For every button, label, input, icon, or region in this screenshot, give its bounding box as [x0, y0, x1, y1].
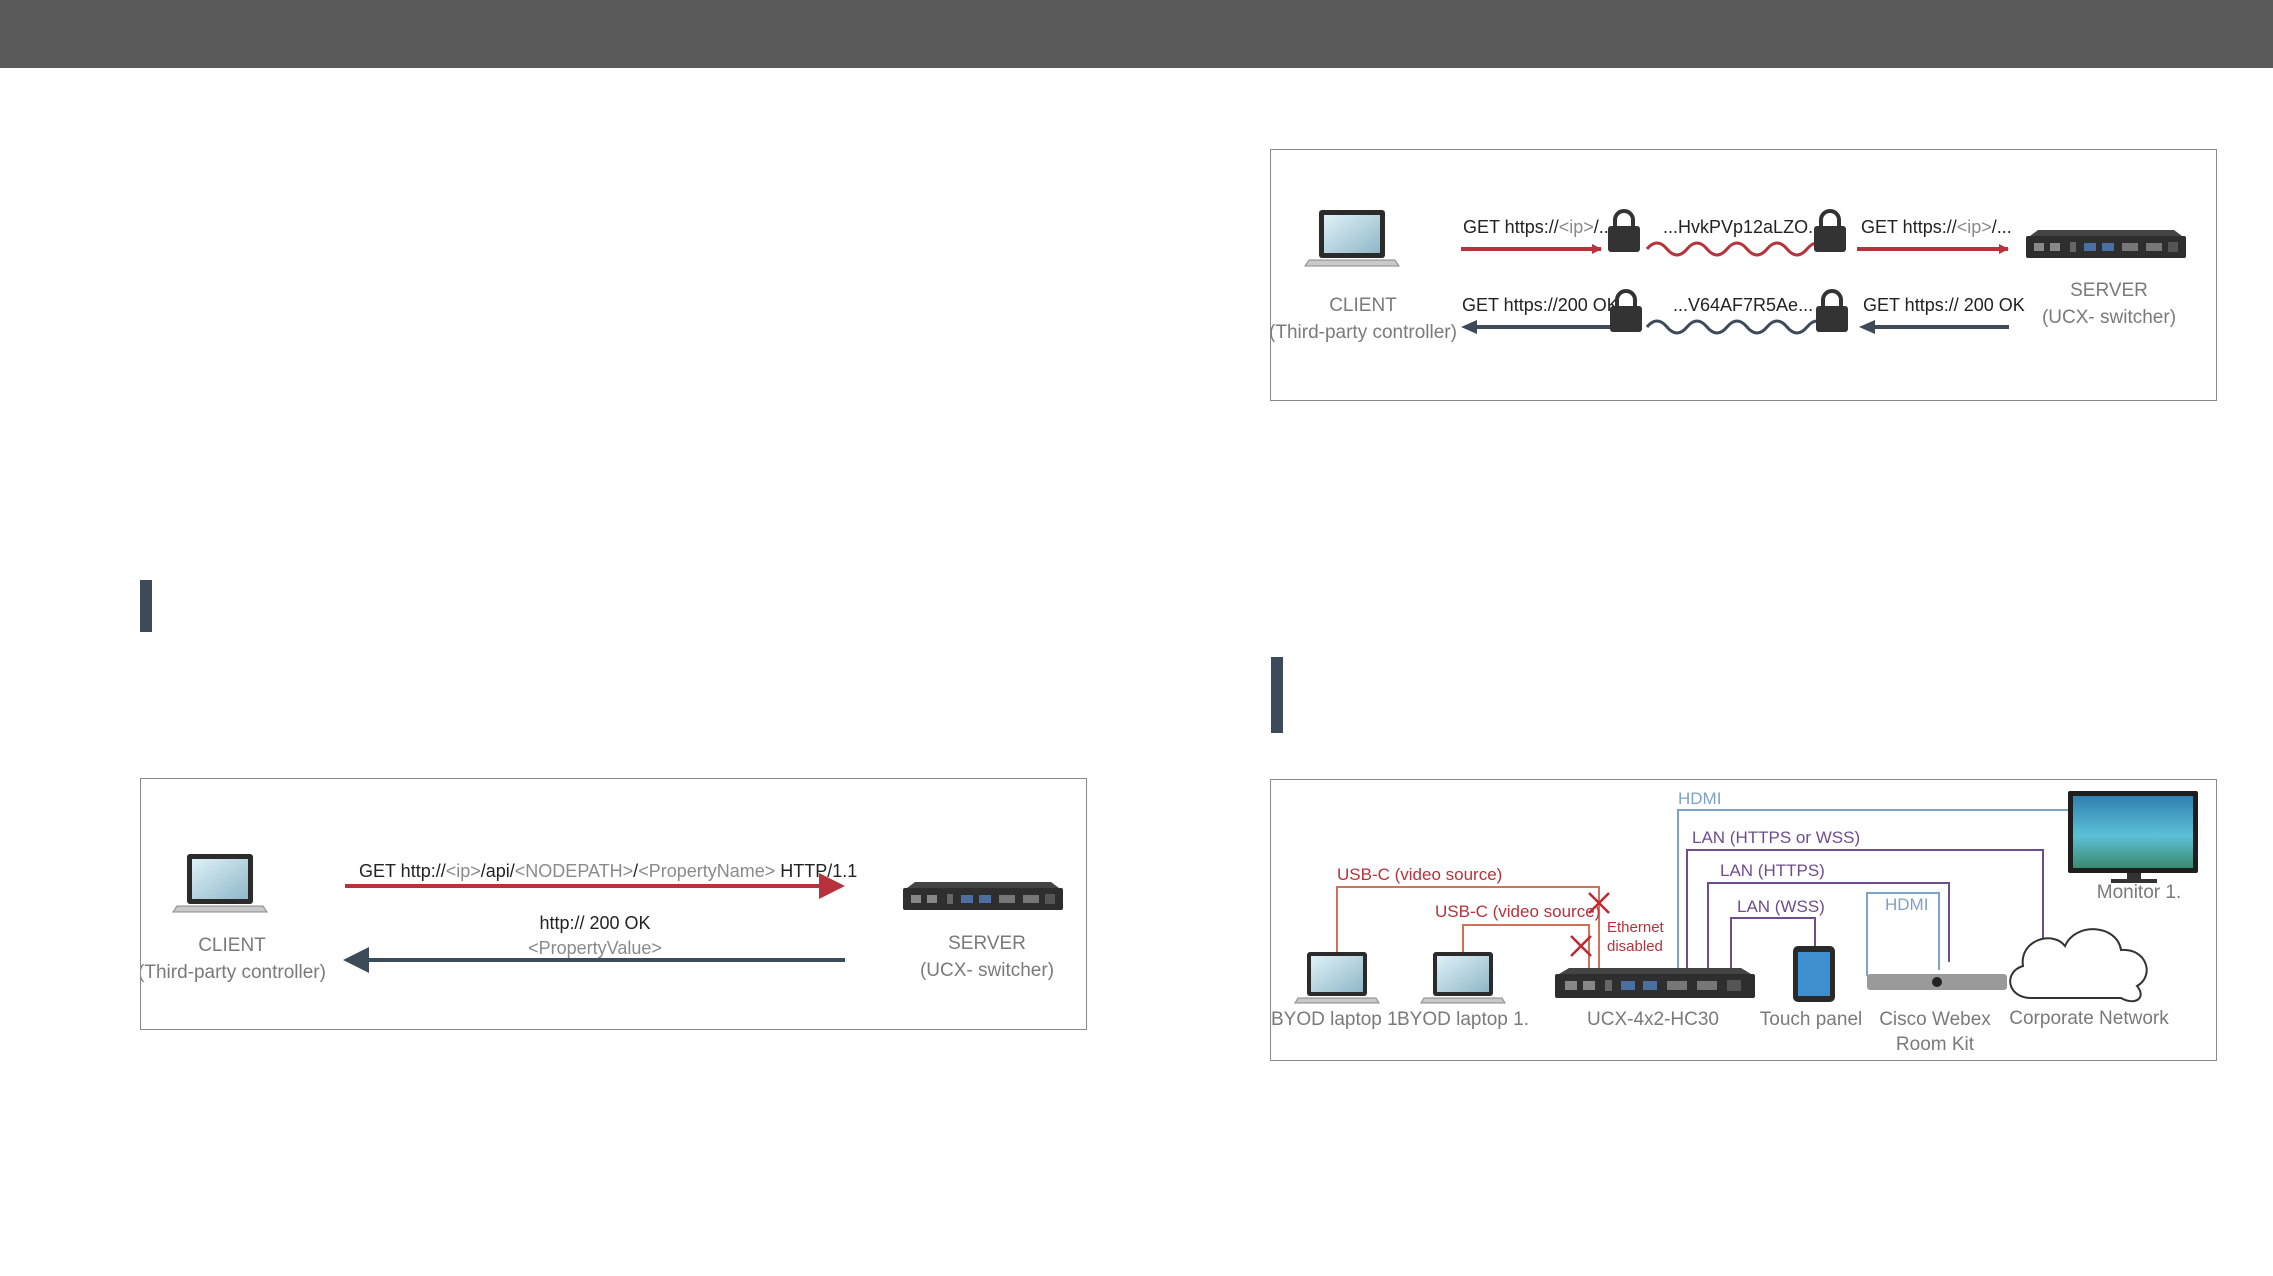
request-encrypted-wave — [1645, 241, 1829, 257]
monitor-label: Monitor 1. — [2097, 882, 2181, 903]
corporate-network-label: Corporate Network — [2009, 1008, 2169, 1029]
client-sub-label: (Third-party controller) — [141, 962, 326, 983]
response-left-label: GET https://200 OK — [1462, 295, 1619, 315]
ucx-switcher-icon — [1555, 968, 1755, 998]
request-encrypted-label: ...HvkPVp12aLZO... — [1663, 217, 1823, 237]
laptop-2-label: BYOD laptop 1. — [1397, 1009, 1529, 1030]
request-label: GET http://<ip>/api/<NODEPATH>/<Property… — [359, 861, 857, 881]
ethernet-disabled-label-2: disabled — [1607, 938, 1663, 955]
client-label: CLIENT — [1329, 295, 1397, 316]
lan-https-line — [1707, 882, 1950, 970]
server-label: SERVER — [948, 933, 1026, 954]
response-encrypted-wave — [1645, 319, 1829, 335]
hdmi-top-label: HDMI — [1678, 789, 1721, 808]
server-sub-label: (UCX- switcher) — [2042, 307, 2176, 328]
usbc-label-2: USB-C (video source) — [1435, 902, 1600, 921]
lan-https-wss-label: LAN (HTTPS or WSS) — [1692, 828, 1860, 847]
switcher-label: UCX-4x2-HC30 — [1587, 1009, 1719, 1030]
cisco-room-kit-icon — [1867, 974, 2007, 990]
usbc-line-2 — [1462, 924, 1590, 970]
response-label: http:// 200 OK — [539, 913, 650, 933]
lock-icon — [1814, 289, 1850, 334]
cloud-icon — [2009, 928, 2148, 1003]
section-marker — [140, 580, 152, 632]
usbc-label-1: USB-C (video source) — [1337, 865, 1502, 884]
hdmi-kit-label: HDMI — [1885, 895, 1928, 914]
response-right-label: GET https:// 200 OK — [1863, 295, 2025, 315]
monitor-icon — [2068, 791, 2198, 883]
cisco-label-1: Cisco Webex — [1879, 1009, 1991, 1030]
cisco-label-2: Room Kit — [1896, 1034, 1975, 1055]
hdmi-kit-line — [1866, 892, 1940, 976]
section-marker — [1271, 657, 1283, 733]
request-arrowhead — [819, 873, 845, 899]
server-switcher-icon — [2026, 230, 2186, 258]
response-right-arrowhead — [1859, 320, 1875, 334]
server-switcher-icon — [903, 882, 1063, 910]
https-diagram: CLIENT (Third-party controller) SERVER (… — [1270, 149, 2217, 401]
touch-panel-icon — [1793, 946, 1835, 1002]
touch-panel-label: Touch panel — [1760, 1009, 1862, 1030]
http-diagram: CLIENT (Third-party controller) SERVER (… — [140, 778, 1087, 1030]
laptop-icon — [1294, 951, 1380, 1004]
client-sub-label: (Third-party controller) — [1271, 322, 1457, 343]
server-label: SERVER — [2070, 280, 2148, 301]
lan-wss-label: LAN (WSS) — [1737, 897, 1825, 916]
laptop-1-label: BYOD laptop 1. — [1271, 1009, 1403, 1030]
response-left-arrowhead — [1461, 320, 1477, 334]
ethernet-disabled-cross-icon — [1570, 892, 1610, 957]
client-laptop-icon — [172, 853, 268, 913]
laptop-icon — [1420, 951, 1506, 1004]
network-diagram: HDMI LAN (HTTPS or WSS) LAN (HTTPS) LAN … — [1270, 779, 2217, 1061]
response-arrowhead — [343, 947, 369, 973]
ethernet-disabled-label: Ethernet — [1607, 919, 1665, 936]
server-sub-label: (UCX- switcher) — [920, 960, 1054, 981]
usbc-line-1 — [1336, 886, 1600, 970]
client-laptop-icon — [1304, 209, 1400, 267]
response-encrypted-label: ...V64AF7R5Ae... — [1673, 295, 1813, 315]
response-value-label: <PropertyValue> — [528, 938, 662, 958]
lan-https-label: LAN (HTTPS) — [1720, 861, 1825, 880]
lan-wss-line — [1730, 917, 1816, 970]
client-label: CLIENT — [198, 935, 266, 956]
request-left-label: GET https://<ip>/... — [1463, 217, 1614, 237]
header-bar — [0, 0, 2273, 68]
request-right-label: GET https://<ip>/... — [1861, 217, 2012, 237]
